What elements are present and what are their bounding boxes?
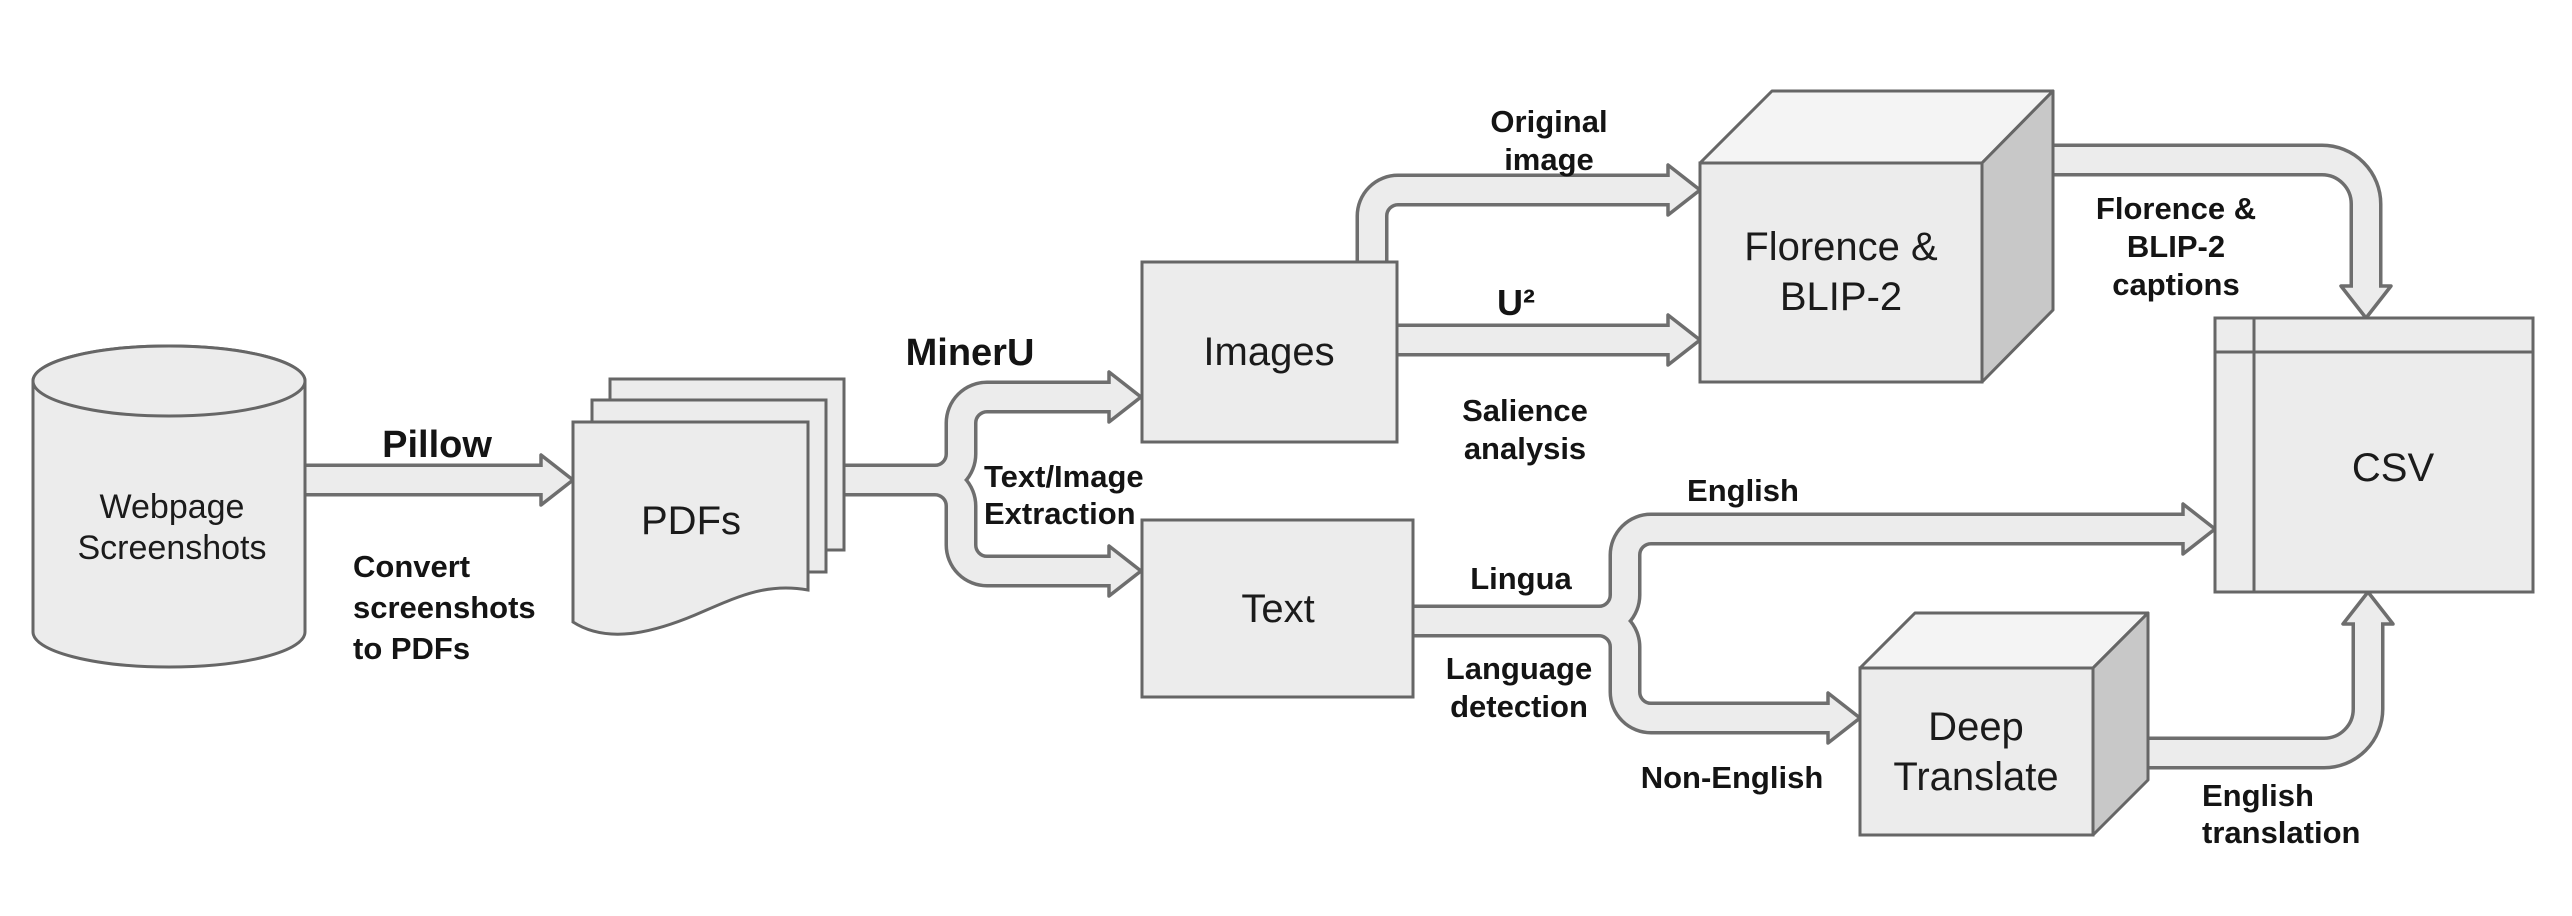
node-webpage-screenshots (31, 344, 307, 669)
edge-label-english-translation: English translation (2202, 777, 2360, 851)
pdf-page-front (571, 420, 810, 636)
node-label-text: Text (1241, 584, 1314, 634)
edge-label-line: Lingua (1470, 561, 1572, 596)
node-label-deep-translate: Deep Translate (1893, 702, 2058, 802)
edge-label-language-detection: Language detection (1446, 650, 1592, 726)
node-label-line: Deep (1928, 705, 2024, 749)
edge-label-line: Non-English (1640, 760, 1824, 795)
node-label-line: Text (1241, 587, 1315, 631)
edge-label-line: to PDFs (353, 631, 471, 666)
node-label-line: BLIP-2 (1779, 275, 1903, 319)
edge-label-english: English (1687, 472, 1799, 510)
edge-label-line: analysis (1463, 431, 1587, 466)
node-label-line: Webpage (99, 488, 245, 526)
edge-label-line: Extraction (984, 496, 1136, 531)
edge-label-line: translation (2202, 815, 2361, 850)
edge-label-line: Florence & (2095, 191, 2257, 226)
edge-english-translation-pipe (2148, 624, 2385, 770)
edge-label-line: detection (1450, 689, 1588, 724)
edge-label-florence-blip2-captions: Florence & BLIP-2 captions (2096, 190, 2256, 304)
edge-label-line: MinerU (905, 332, 1035, 374)
node-label-line: Florence & (1744, 225, 1938, 269)
edge-label-line: image (1504, 142, 1594, 177)
pipe-fills (305, 147, 2381, 766)
node-csv (2213, 316, 2535, 594)
edge-label-salience-analysis: Salience analysis (1462, 392, 1588, 468)
edge-label-line: Language (1445, 651, 1593, 686)
nodes (31, 89, 2535, 837)
node-label-line: Images (1203, 330, 1335, 374)
edge-non-english-pipe-fill (1413, 608, 1834, 731)
node-deep-translate (1858, 611, 2150, 837)
edge-label-line: captions (2112, 267, 2240, 302)
edge-label-line: Pillow (382, 424, 492, 466)
edge-label-text-image-extraction: Text/Image Extraction (984, 458, 1144, 532)
edge-label-line: Convert (353, 549, 471, 584)
edge-label-line: Salience (1462, 393, 1588, 428)
edge-captions-pipe-fill (2050, 147, 2379, 292)
edge-label-line: BLIP-2 (2126, 229, 2226, 264)
edge-label-line: Original (1490, 104, 1608, 139)
edge-label-pillow: Pillow (382, 423, 492, 467)
edge-label-lingua: Lingua (1470, 560, 1572, 598)
edge-label-line: Text/Image (984, 459, 1144, 494)
node-label-line: Translate (1893, 755, 2059, 799)
edge-mineru-text-pipe-fill (844, 467, 1115, 584)
node-text (1140, 518, 1415, 699)
node-label-csv: CSV (2352, 443, 2434, 493)
edge-label-original-image: Original image (1490, 103, 1607, 179)
edge-label-u2: U² (1497, 282, 1535, 324)
cylinder-top-rim (31, 344, 307, 418)
node-label-florence-blip2: Florence & BLIP-2 (1744, 222, 1937, 322)
edge-label-line: English (2202, 778, 2314, 813)
node-images (1140, 260, 1399, 444)
node-florence-blip2 (1698, 89, 2055, 384)
edge-label-mineru: MinerU (906, 331, 1035, 375)
edge-label-convert-screenshots: Convert screenshots to PDFs (353, 546, 536, 669)
node-label-line: CSV (2351, 446, 2435, 490)
csv-table-body (2213, 316, 2535, 594)
edge-original-image-pipe-fill (1359, 177, 1674, 262)
florence-cube-front-face (1698, 161, 1984, 384)
node-pdfs (571, 377, 846, 636)
node-label-pdfs: PDFs (641, 496, 741, 546)
edge-label-line: screenshots (353, 590, 536, 625)
node-label-line: Screenshots (77, 529, 267, 567)
edge-english-translation-pipe-fill (2148, 618, 2381, 766)
edge-label-non-english: Non-English (1641, 759, 1824, 797)
node-label-line: PDFs (641, 499, 741, 543)
node-label-images: Images (1203, 327, 1334, 377)
edge-label-line: U² (1497, 282, 1535, 323)
deep-translate-cube-front-face (1858, 666, 2095, 837)
node-label-webpage-screenshots: Webpage Screenshots (78, 487, 267, 569)
edge-label-line: English (1687, 473, 1799, 508)
